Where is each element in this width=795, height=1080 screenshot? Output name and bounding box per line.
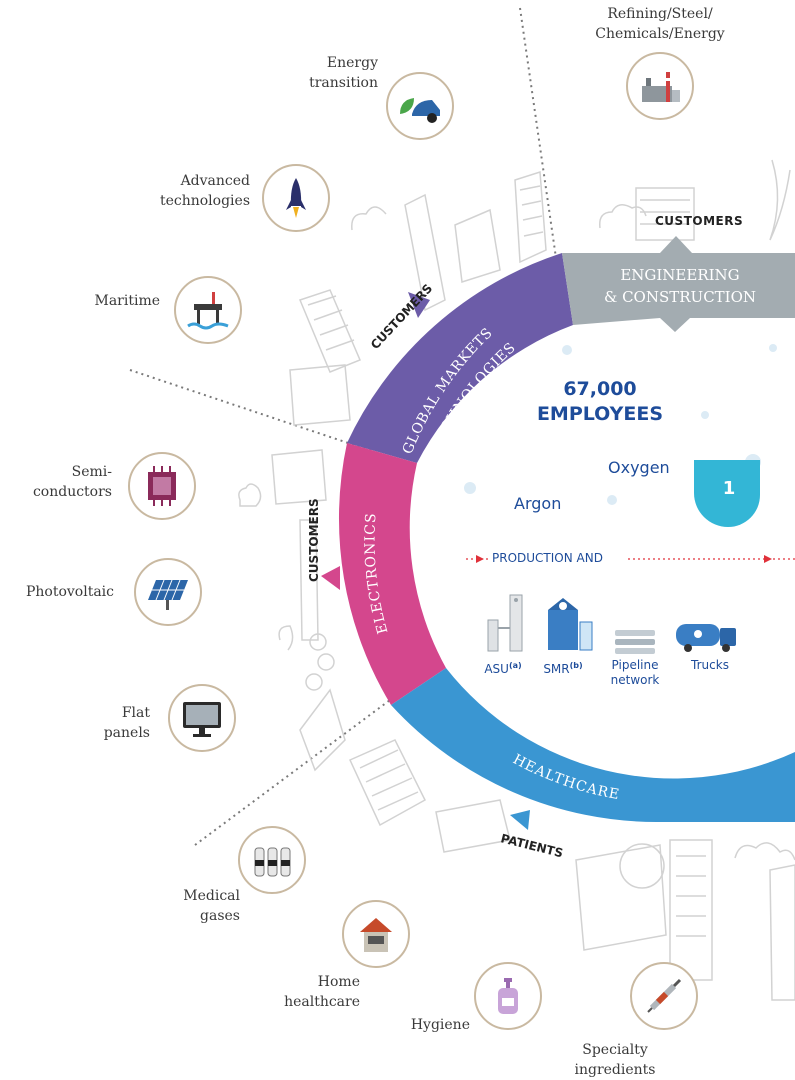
label-semiconductors: Semi-conductors — [32, 464, 112, 500]
syringe-icon — [630, 962, 698, 1030]
label-hygiene: Hygiene — [410, 1017, 470, 1033]
label-photovoltaic: Photovoltaic — [25, 584, 114, 600]
engineering-label-1: ENGINEERING — [620, 266, 739, 284]
gas-argon: Argon — [514, 494, 562, 513]
step-badge — [694, 460, 760, 527]
patients-tag: PATIENTS — [499, 831, 564, 860]
label-refining: Refining/Steel/Chemicals/Energy — [595, 6, 725, 42]
solar-panel-icon — [134, 558, 202, 626]
production-item-smr: SMR(b) — [543, 661, 583, 676]
city-skyline-sketch — [238, 159, 795, 1001]
production-item-asu: ASU(a) — [484, 661, 522, 676]
truck-icon — [676, 624, 736, 652]
engineering-arrow-up — [660, 236, 692, 253]
energy-transition-icon — [386, 72, 454, 140]
chip-icon — [128, 452, 196, 520]
production-arrow-right — [764, 555, 772, 563]
rocket-icon — [262, 164, 330, 232]
electronics-arrow — [321, 566, 340, 590]
employees-label: EMPLOYEES — [536, 403, 664, 425]
step-number: 1 — [722, 478, 736, 499]
asu-icon — [487, 594, 523, 652]
gas-oxygen: Oxygen — [608, 458, 670, 477]
engineering-label-2: & CONSTRUCTION — [604, 288, 756, 306]
global-markets-arrow — [408, 292, 430, 318]
employees-count: 67,000 — [563, 378, 637, 400]
pipeline-icon — [615, 630, 655, 654]
label-maritime: Maritime — [94, 293, 160, 309]
customers-tag-electronics: CUSTOMERS — [307, 498, 321, 582]
smr-icon — [548, 598, 593, 651]
monitor-icon — [168, 684, 236, 752]
customers-tag-engineering: CUSTOMERS — [655, 214, 744, 228]
production-item-trucks: Trucks — [691, 658, 729, 672]
separator-lines — [129, 7, 557, 846]
segment-healthcare — [391, 668, 795, 823]
healthcare-arrow — [510, 810, 530, 830]
segment-engineering — [562, 253, 795, 332]
production-label: PRODUCTION AND — [492, 551, 603, 565]
gas-cylinders-icon — [238, 826, 306, 894]
offshore-platform-icon — [174, 276, 242, 344]
soap-bottle-icon — [474, 962, 542, 1030]
production-arrow-left — [476, 555, 484, 563]
segment-global-markets — [347, 253, 573, 463]
refinery-icon — [626, 52, 694, 120]
segment-electronics — [338, 443, 446, 705]
house-icon — [342, 900, 410, 968]
